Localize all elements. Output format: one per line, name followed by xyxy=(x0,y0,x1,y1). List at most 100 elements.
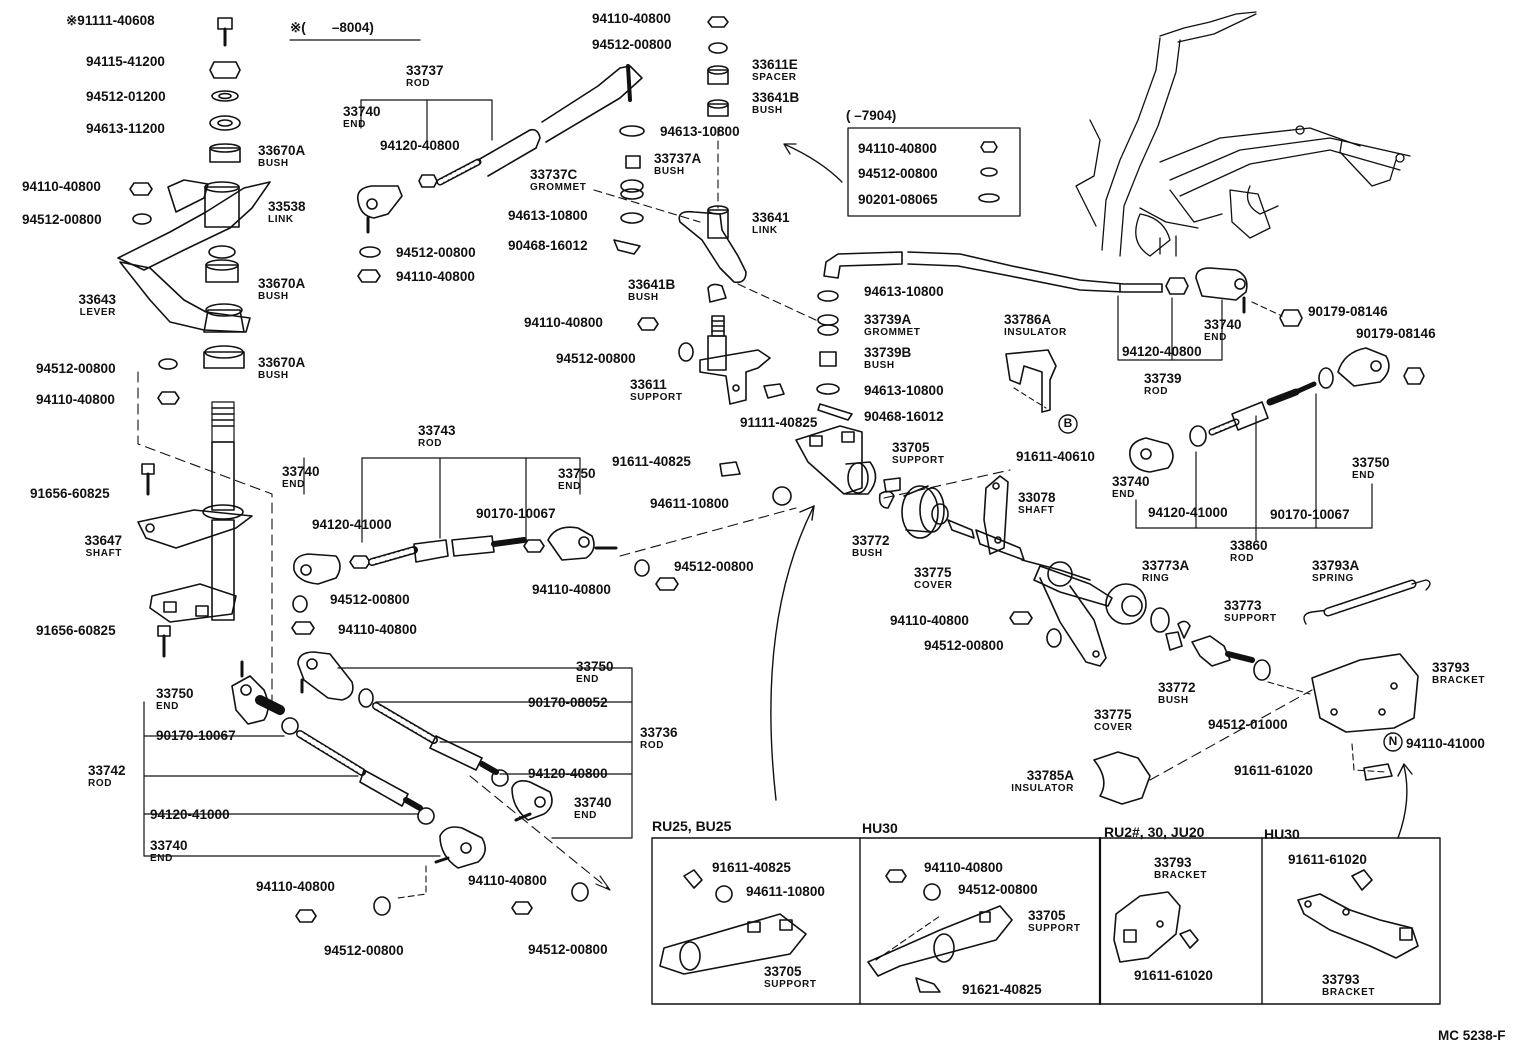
panel-title-ru2-30-ju20: RU2#, 30, JU20 xyxy=(1104,824,1205,840)
part-label: 94110-40800 xyxy=(924,860,1003,875)
part-label: 90179-08146 xyxy=(1308,304,1388,319)
cover-shaft-assembly xyxy=(719,425,1271,681)
part-label: 90170-10067 xyxy=(1270,507,1350,522)
part-label: 94110-40800 xyxy=(592,11,671,26)
panel-title-hu30-bracket: HU30 xyxy=(1264,826,1300,842)
part-label: 94512-00800 xyxy=(858,166,938,181)
part-label: 94512-00800 xyxy=(36,361,116,376)
panel-title-hu30: HU30 xyxy=(862,820,898,836)
part-label: 91111-40825 xyxy=(740,415,818,430)
part-label: 94120-41000 xyxy=(1148,505,1228,520)
rod-33737 xyxy=(356,64,643,283)
part-label: 91611-61020 xyxy=(1288,852,1367,867)
part-label: 94110-40800 xyxy=(532,582,611,597)
inset-range: ( –7904) xyxy=(846,108,897,123)
lever-assembly xyxy=(117,17,285,709)
part-label: 94613-10800 xyxy=(508,208,588,223)
part-label: 94512-00800 xyxy=(924,638,1004,653)
part-label: 94613-11200 xyxy=(86,121,165,136)
part-label: 94512-00800 xyxy=(958,882,1038,897)
part-label: 94110-40800 xyxy=(858,141,937,156)
part-label: 90468-16012 xyxy=(508,238,588,253)
marker-n: N xyxy=(1388,734,1398,748)
part-label: 94110-40800 xyxy=(22,179,101,194)
part-label: 91611-40610 xyxy=(1016,449,1095,464)
rod-33860 xyxy=(1129,347,1425,541)
part-label: 94110-40800 xyxy=(468,873,547,888)
part-label: 94120-40800 xyxy=(528,766,608,781)
rod-33736 xyxy=(297,651,633,915)
part-label: 94512-01000 xyxy=(1208,717,1288,732)
part-label: 91611-40825 xyxy=(712,860,791,875)
part-label: 94120-41000 xyxy=(312,517,392,532)
part-label: 94613-10800 xyxy=(864,383,944,398)
part-label: 94110-40800 xyxy=(396,269,475,284)
part-label: 94512-00800 xyxy=(556,351,636,366)
part-label: 91656-60825 xyxy=(30,486,110,501)
part-label: 94512-00800 xyxy=(674,559,754,574)
rod-33743 xyxy=(291,457,797,635)
part-label: 94611-10800 xyxy=(746,884,825,899)
part-label: 94512-00800 xyxy=(330,592,410,607)
part-label: 94110-40800 xyxy=(338,622,417,637)
part-label: 94512-00800 xyxy=(324,943,404,958)
spring-33793A xyxy=(1303,579,1431,625)
part-label: 94120-40800 xyxy=(380,138,460,153)
part-label: 94512-00800 xyxy=(396,245,476,260)
part-label: 91611-61020 xyxy=(1234,763,1313,778)
part-label: 91656-60825 xyxy=(36,623,116,638)
part-label: 94115-41200 xyxy=(86,54,165,69)
part-label: 94110-40800 xyxy=(36,392,115,407)
part-label: 94120-41000 xyxy=(150,807,230,822)
part-label: 94110-41000 xyxy=(1406,736,1485,751)
part-label: 94512-00800 xyxy=(592,37,672,52)
rod-33742 xyxy=(143,660,486,923)
vehicle-location-sketch xyxy=(1075,11,1411,257)
part-label: 91611-61020 xyxy=(1134,968,1213,983)
part-label: 94613-10800 xyxy=(864,284,944,299)
panel-title-ru25-bu25: RU25, BU25 xyxy=(652,818,732,834)
part-label: 91621-40825 xyxy=(962,982,1042,997)
part-label: 90170-10067 xyxy=(476,506,556,521)
